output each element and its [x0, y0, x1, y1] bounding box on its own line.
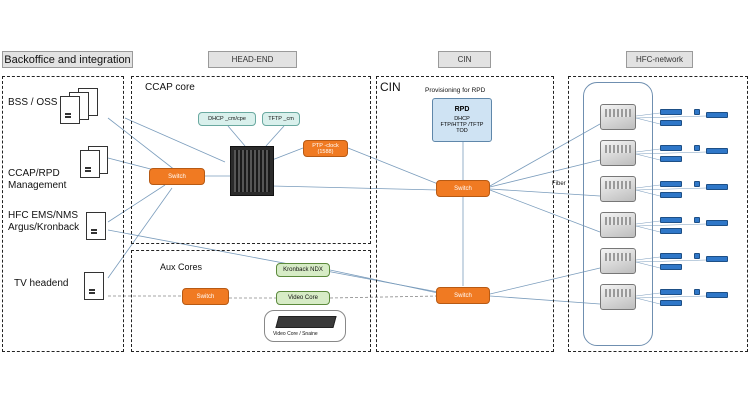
rpd-line-dhcp: DHCP: [454, 116, 470, 122]
link-tftp-chassis: [265, 125, 285, 147]
video-core-appliance: Video Core / Snaine: [264, 310, 346, 342]
rpd-node-heatsink: [605, 217, 631, 225]
downstream-device: [660, 264, 682, 270]
downstream-device: [706, 220, 728, 226]
provisioning-label: Provisioning for RPD: [425, 87, 486, 94]
link-chassis-ptp: [271, 147, 304, 161]
aux-cores-title: Aux Cores: [160, 262, 203, 272]
link-hfcems-switch: [107, 184, 166, 223]
label-tv-headend: TV headend: [14, 278, 69, 289]
link-chassis-cinswitch: [271, 185, 439, 191]
downstream-device: [706, 256, 728, 262]
rpd-node-device: [600, 140, 636, 166]
tftp-box: TFTP _cm: [262, 112, 300, 126]
ptp-clock-box: PTP -clock (1588): [303, 140, 348, 157]
document-icon-tv-headend: [84, 272, 108, 304]
rpd-provisioning-box: RPD DHCP FTP/HTTP /TFTP TOD: [432, 98, 492, 142]
rpd-node-heatsink: [605, 253, 631, 261]
dhcp-box: DHCP _cm/cpe: [198, 112, 256, 126]
downstream-device: [706, 292, 728, 298]
rpd-node-device: [600, 248, 636, 274]
link-videocore-cinswitch2: [329, 295, 439, 299]
downstream-device: [660, 253, 682, 259]
video-appliance-icon: [275, 316, 337, 328]
header-cin: CIN: [438, 51, 491, 68]
link-kronback-cinswitch2: [329, 269, 439, 294]
downstream-device: [660, 228, 682, 234]
downstream-device: [660, 156, 682, 162]
link-dhcp-chassis: [227, 125, 246, 147]
cin-switch-bottom: Switch: [436, 287, 490, 304]
aux-switch: Switch: [182, 288, 229, 305]
rpd-node-heatsink: [605, 145, 631, 153]
document-icon-ccap-mgmt: [80, 146, 108, 182]
ccap-core-title: CCAP core: [145, 82, 195, 93]
downstream-device: [706, 184, 728, 190]
rpd-node-device: [600, 104, 636, 130]
downstream-device: [660, 120, 682, 126]
ccap-chassis: [230, 146, 274, 196]
fiber-label: Fiber: [552, 181, 566, 187]
link-bss-switch: [107, 117, 181, 175]
downstream-port: [694, 109, 700, 115]
document-icon-bss: [60, 88, 98, 124]
header-hfc: HFC-network: [626, 51, 693, 68]
downstream-port: [694, 253, 700, 259]
downstream-device: [660, 289, 682, 295]
rpd-line-tod: TOD: [456, 128, 468, 134]
region-backoffice: [2, 76, 124, 352]
rpd-node-heatsink: [605, 109, 631, 117]
rpd-node-device: [600, 284, 636, 310]
video-core-caption: Video Core / Snaine: [273, 331, 318, 337]
video-core-box: Video Core: [276, 291, 330, 305]
downstream-device: [706, 112, 728, 118]
downstream-device: [660, 145, 682, 151]
label-hfc-ems: HFC EMS/NMS Argus/Kronback: [8, 210, 80, 233]
downstream-port: [694, 181, 700, 187]
downstream-device: [660, 192, 682, 198]
region-aux-cores: [131, 250, 371, 352]
rpd-line-ftp: FTP/HTTP /TFTP: [440, 122, 484, 128]
label-bss-oss: BSS / OSS: [8, 97, 58, 108]
link-tvheadend-switch: [107, 187, 173, 279]
downstream-device: [706, 148, 728, 154]
document-icon-hfc-ems: [86, 212, 110, 244]
downstream-device: [660, 181, 682, 187]
downstream-device: [660, 217, 682, 223]
rpd-node-device: [600, 176, 636, 202]
region-hfc: [568, 76, 748, 352]
rpd-node-heatsink: [605, 289, 631, 297]
region-cin: [376, 76, 554, 352]
downstream-device: [660, 300, 682, 306]
link-bss-ccap-top: [124, 117, 226, 163]
rpd-node-heatsink: [605, 181, 631, 189]
rpd-node-device: [600, 212, 636, 238]
header-headend: HEAD-END: [208, 51, 297, 68]
label-ccap-rpd-mgmt: CCAP/RPD Management: [8, 168, 67, 191]
downstream-port: [694, 289, 700, 295]
cin-title: CIN: [380, 80, 401, 94]
downstream-device: [660, 109, 682, 115]
header-backoffice: Backoffice and integration: [2, 51, 133, 68]
kronback-ndx-box: Kronback NDX: [276, 263, 330, 277]
hfc-rpd-group: [583, 82, 653, 346]
region-ccap-core: [131, 76, 371, 244]
cin-switch-top: Switch: [436, 180, 490, 197]
downstream-port: [694, 217, 700, 223]
downstream-port: [694, 145, 700, 151]
link-ptp-cinswitch: [347, 147, 439, 185]
rpd-box-title: RPD: [454, 106, 470, 113]
ccap-switch: Switch: [149, 168, 205, 185]
